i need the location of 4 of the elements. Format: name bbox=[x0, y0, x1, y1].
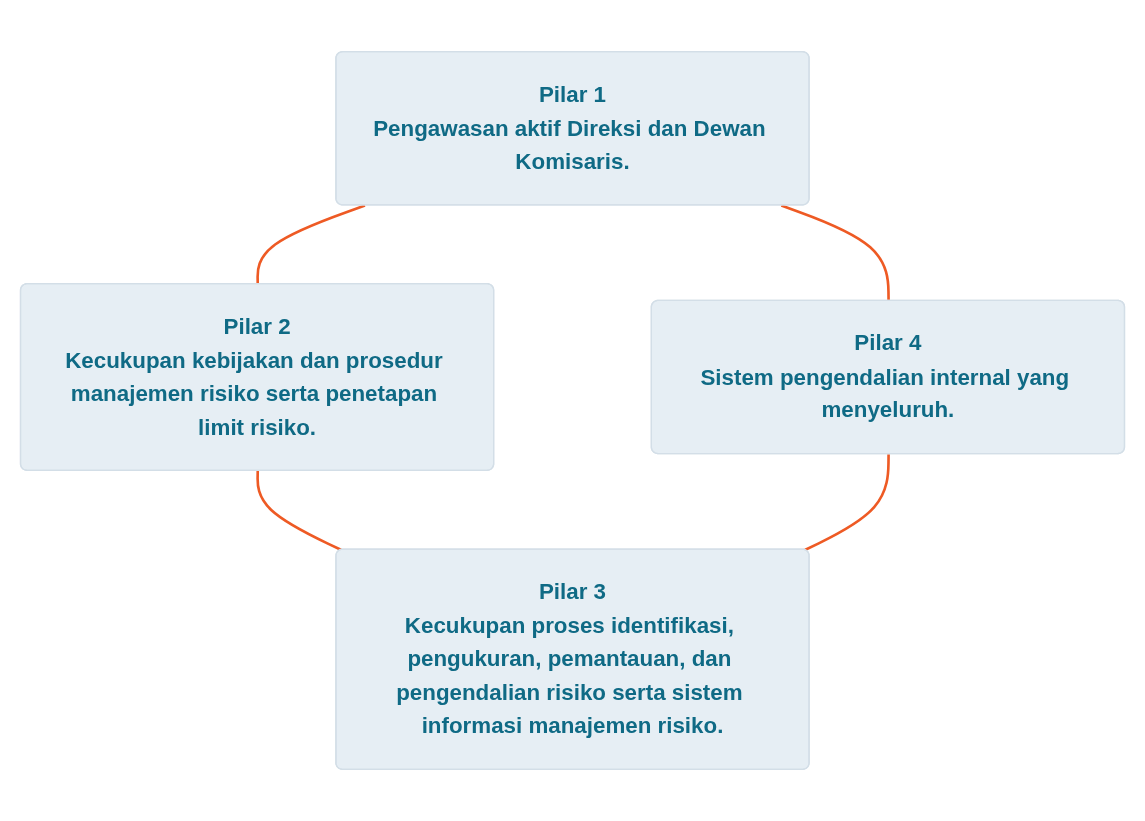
connector bbox=[256, 204, 366, 285]
connector bbox=[804, 454, 890, 552]
connector bbox=[256, 470, 342, 552]
connector bbox=[780, 204, 890, 302]
